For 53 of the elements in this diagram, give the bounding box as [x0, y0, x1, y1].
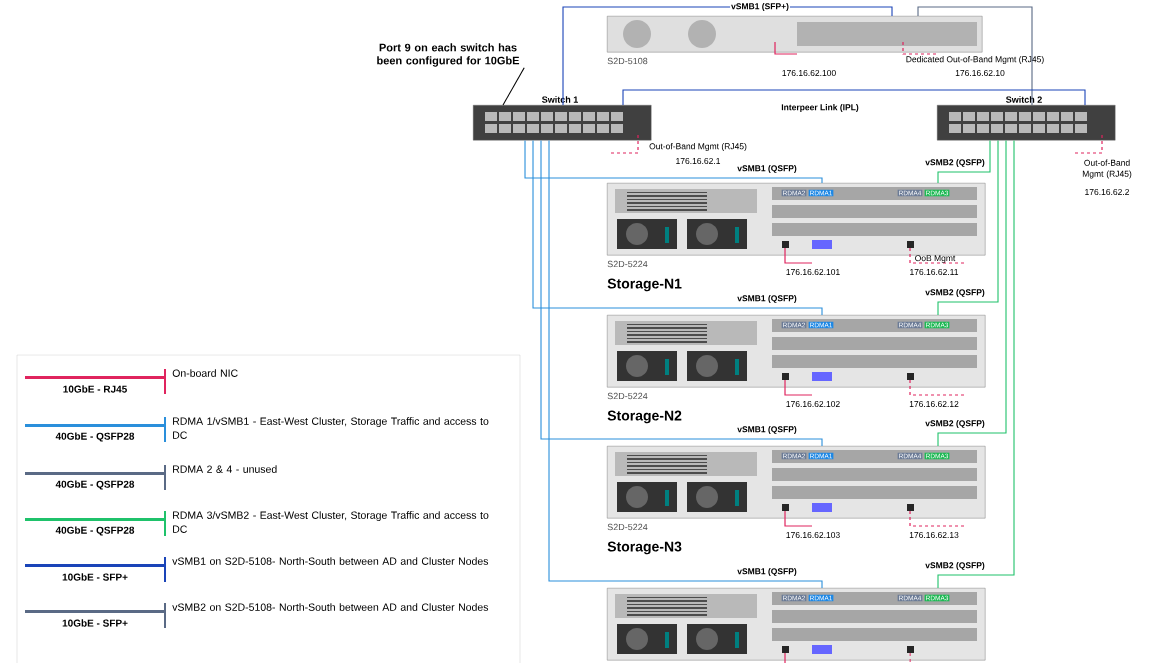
port-note: 176.16.62.2 [1085, 189, 1129, 195]
cable-line [937, 139, 1007, 447]
edge-label: vSMB1 (QSFP) [736, 425, 798, 435]
speed-label: 10GbE - RJ45 [63, 385, 127, 393]
switch-label: Switch 2 [1006, 96, 1042, 103]
model-label: S2D-5224 [607, 260, 648, 268]
model-label: S2D-5108 [607, 57, 648, 65]
port-note: 176.16.62.100 [782, 70, 836, 76]
edge-label: vSMB1 (QSFP) [736, 567, 798, 577]
note-text: Port 9 on each switch has been configured for 10GbE [377, 43, 520, 67]
port-note: 176.16.62.1 [676, 158, 721, 164]
port-note: 176.16.62.10 [955, 70, 1005, 76]
port-note: 176.16.62.101 [786, 269, 840, 275]
speed-label: 40GbE - QSFP28 [55, 432, 135, 442]
legend-text: RDMA 2 & 4 - unused [173, 465, 277, 473]
server-name: Storage-N2 [607, 410, 682, 424]
speed-label: 10GbE - SFP+ [62, 619, 128, 627]
legend-text: vSMB2 on S2D-5108- North-South between AD and Cluster Nodes [172, 603, 489, 611]
edge-label: vSMB2 (QSFP) [924, 288, 986, 298]
port-note: 176.16.62.12 [909, 401, 959, 407]
edge-label: vSMB1 (QSFP) [736, 294, 798, 304]
edge-label: Interpeer Link (IPL) [780, 103, 860, 113]
edge-label: vSMB2 (QSFP) [924, 158, 986, 168]
cable-line [937, 139, 1015, 589]
edge-label: vSMB2 (QSFP) [924, 419, 986, 429]
port-note: 176.16.62.102 [786, 401, 840, 407]
model-label: S2D-5224 [607, 523, 648, 531]
edge-label: vSMB2 (QSFP) [924, 561, 986, 571]
legend-text: RDMA 3/vSMB2 - East-West Cluster, Storage Traffic and access to DC [173, 511, 489, 533]
server-name: Storage-N3 [607, 541, 682, 555]
cable-line [937, 139, 991, 184]
cable-line [524, 139, 823, 184]
legend-text: On-board NIC [172, 369, 238, 377]
port-note: 176.16.62.13 [909, 532, 959, 538]
cable-line [917, 6, 1033, 106]
port-note: 176.16.62.11 [910, 269, 959, 275]
switch-label: Switch 1 [542, 96, 578, 103]
port-note: 176.16.62.103 [786, 532, 840, 538]
speed-label: 40GbE - QSFP28 [55, 526, 135, 536]
cable-line [622, 89, 1086, 106]
leader-line [502, 67, 525, 106]
server-name: Storage-N1 [607, 278, 682, 292]
port-note: Dedicated Out-of-Band Mgmt (RJ45) [906, 56, 1044, 64]
edge-label: vSMB1 (QSFP) [736, 164, 798, 174]
edge-label: vSMB1 (SFP+) [730, 2, 790, 12]
model-label: S2D-5224 [607, 392, 648, 400]
port-note: Out-of-Band Mgmt (RJ45) [1082, 159, 1132, 179]
legend-text: RDMA 1/vSMB1 - East-West Cluster, Storage Traffic and access to DC [173, 417, 489, 439]
speed-label: 10GbE - SFP+ [62, 573, 128, 581]
port-note: OoB Mgmt [915, 255, 956, 263]
port-note: Out-of-Band Mgmt (RJ45) [649, 143, 747, 151]
speed-label: 40GbE - QSFP28 [55, 480, 135, 490]
legend-text: vSMB1 on S2D-5108- North-South between AD and Cluster Nodes [172, 557, 489, 565]
